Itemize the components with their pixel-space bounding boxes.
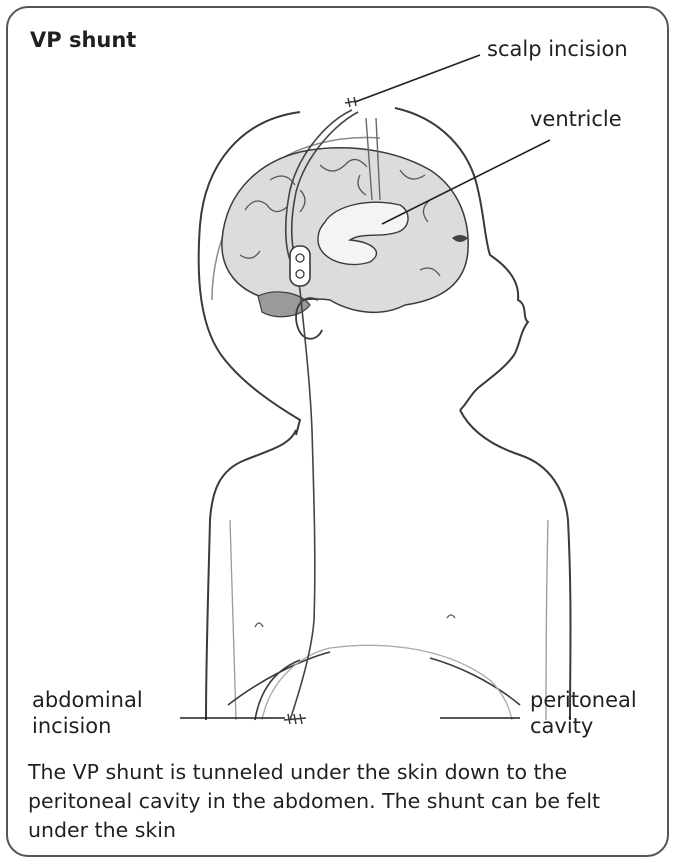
leader-scalp-incision <box>355 55 480 102</box>
abdominal-incision-stitches <box>284 714 306 724</box>
shunt-valve <box>290 246 310 286</box>
label-abdominal-incision: abdominal incision <box>32 687 143 739</box>
peritoneum <box>262 645 512 720</box>
label-scalp-incision: scalp incision <box>487 36 628 62</box>
label-ventricle: ventricle <box>530 106 622 132</box>
nipples <box>255 615 455 627</box>
abdomen-curves <box>228 652 520 720</box>
torso-outline <box>206 410 571 720</box>
label-peritoneal-cavity: peritoneal cavity <box>530 687 637 739</box>
caption: The VP shunt is tunneled under the skin … <box>28 758 648 845</box>
